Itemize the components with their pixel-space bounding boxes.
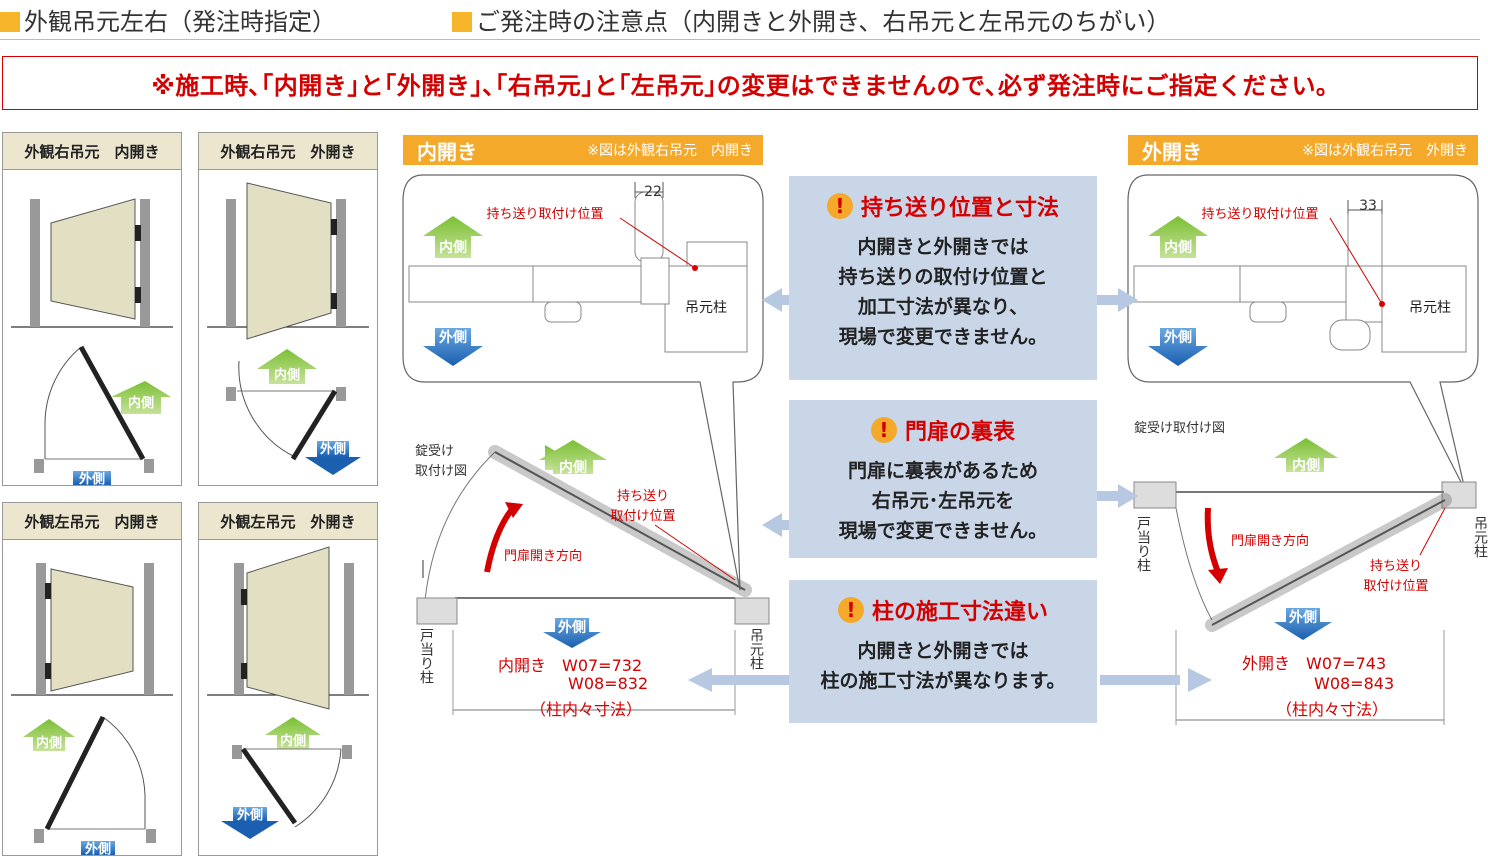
outer-label: 外側	[84, 841, 111, 855]
inward-dims-line2: W08=832	[568, 674, 649, 693]
panel-right-hinge-inward: 外観右吊元 内開き 内側 外側	[2, 132, 182, 486]
inward-post-label: 吊元柱	[685, 300, 727, 316]
inward-outer-label: 外側	[439, 329, 467, 346]
inward-direction-label: 門扉開き方向	[504, 548, 582, 564]
panel-diagram: 内側 外側	[207, 546, 369, 839]
outward-direction-label: 門扉開き方向	[1231, 533, 1309, 549]
dimension-arrow	[688, 668, 1212, 692]
inward-hinge-post: 吊元柱	[748, 628, 764, 670]
right-title-text: ご発注時の注意点（内開きと外開き、右吊元と左吊元のちがい）	[476, 8, 1171, 36]
divider	[0, 39, 1480, 40]
outward-dims-line3: （柱内々寸法）	[1276, 700, 1389, 719]
inward-plan-outer: 外側	[558, 619, 586, 636]
info-line: 持ち送りの取付け位置と	[838, 266, 1048, 288]
square-bullet-icon	[452, 12, 472, 32]
exclamation-icon: !	[826, 193, 853, 219]
inward-inner-label: 内側	[439, 239, 467, 256]
panel-title: 外観右吊元 外開き	[199, 133, 377, 170]
exclamation-icon: !	[870, 417, 897, 443]
info-title: 持ち送り位置と寸法	[860, 196, 1059, 221]
info-line: 現場で変更できません。	[838, 520, 1048, 542]
panel-title: 外観右吊元 内開き	[3, 133, 181, 170]
inner-label: 内側	[274, 367, 300, 383]
exclamation-icon: !	[837, 597, 864, 623]
info-box-door-side: ! 門扉の裏表 門扉に裏表があるため 右吊元･左吊元を 現場で変更できません。	[789, 400, 1097, 558]
info-title: 柱の施工寸法違い	[871, 600, 1048, 625]
inward-plan-inner: 内側	[559, 459, 587, 476]
outward-outer-label: 外側	[1164, 329, 1192, 346]
panel-diagram: 内側 外側	[11, 198, 173, 485]
right-title: ご発注時の注意点（内開きと外開き、右吊元と左吊元のちがい）	[452, 2, 1170, 37]
panel-title: 外観左吊元 外開き	[199, 503, 377, 540]
outward-post-label: 吊元柱	[1409, 300, 1451, 316]
inward-dim-value: 22	[644, 184, 662, 200]
info-line: 右吊元･左吊元を	[871, 490, 1015, 512]
outward-hinge-post: 吊元柱	[1472, 516, 1488, 558]
inner-label: 内側	[128, 395, 154, 411]
panel-left-hinge-inward: 外観左吊元 内開き 内側 外側	[2, 502, 182, 856]
outer-label: 外側	[236, 807, 263, 823]
info-title: 門扉の裏表	[904, 420, 1015, 445]
inward-header-bar: 内開き ※図は外観右吊元 内開き	[403, 135, 763, 165]
info-line: 現場で変更できません。	[838, 326, 1048, 348]
outer-label: 外側	[319, 441, 346, 457]
inward-lock-label-2: 取付け図	[415, 464, 467, 479]
outward-plan-inner: 内側	[1292, 457, 1320, 474]
inward-bar-title: 内開き	[417, 139, 477, 164]
panel-diagram: 内側 外側	[11, 563, 173, 855]
inward-carry-label: 持ち送り取付け位置	[486, 207, 603, 222]
outward-stop-post: 戸当り柱	[1135, 516, 1151, 572]
outward-carry-label-1: 持ち送り	[1370, 559, 1422, 574]
inward-stop-post: 戸当り柱	[418, 628, 434, 684]
outward-inner-label: 内側	[1164, 239, 1192, 256]
outward-dims-line2: W08=843	[1314, 674, 1395, 693]
outward-bar-note: ※図は外観右吊元 外開き	[1302, 143, 1468, 159]
panel-right-hinge-outward: 外観右吊元 外開き 内側 外側	[198, 132, 378, 486]
inward-diagram: 22 持ち送り取付け位置 吊元柱 内側 外側 内側 外側 門扉開き方向 持ち送り…	[402, 174, 770, 715]
info-line: 内開きと外開きでは	[857, 236, 1029, 258]
info-box-post-dims: ! 柱の施工寸法違い 内開きと外開きでは 柱の施工寸法が異なります。	[789, 580, 1097, 723]
notice-banner: ※施工時､｢内開き｣と｢外開き｣､｢右吊元｣と｢左吊元｣の変更はできませんので､…	[2, 56, 1478, 110]
panel-left-hinge-outward: 外観左吊元 外開き 内側 外側	[198, 502, 378, 856]
left-title-text: 外観吊元左右（発注時指定）	[24, 8, 336, 36]
left-title: 外観吊元左右（発注時指定）	[0, 2, 336, 37]
outward-carry-label-2: 取付け位置	[1363, 579, 1428, 594]
info-box-carry: ! 持ち送り位置と寸法 内開きと外開きでは 持ち送りの取付け位置と 加工寸法が異な…	[789, 176, 1097, 380]
info-line: 門扉に裏表があるため	[847, 460, 1038, 482]
panel-title: 外観左吊元 内開き	[3, 503, 181, 540]
outward-bar-title: 外開き	[1142, 139, 1202, 164]
panel-diagram: 内側 外側	[207, 182, 369, 475]
outer-label: 外側	[78, 471, 105, 485]
inward-bar-note: ※図は外観右吊元 内開き	[587, 143, 753, 159]
inward-carry-label-2: 取付け位置	[610, 509, 675, 524]
outward-carry-label: 持ち送り取付け位置	[1201, 207, 1318, 222]
outward-dim-value: 33	[1359, 198, 1377, 214]
outward-dims-line1: 外開き W07=743	[1242, 654, 1387, 673]
inward-dims-line3: （柱内々寸法）	[530, 700, 643, 719]
info-line: 内開きと外開きでは	[857, 640, 1029, 662]
inward-lock-label-1: 錠受け	[415, 444, 454, 459]
info-line: 加工寸法が異なり、	[857, 296, 1029, 318]
inner-label: 内側	[280, 733, 306, 749]
info-line: 柱の施工寸法が異なります。	[820, 670, 1066, 692]
outward-diagram: 33 持ち送り取付け位置 吊元柱 内側 外側 内側 外側 門扉開き方向 持ち送り…	[1127, 174, 1479, 725]
square-bullet-icon	[0, 12, 20, 32]
outward-plan-outer: 外側	[1289, 609, 1317, 626]
inward-dims-line1: 内開き W07=732	[498, 656, 643, 675]
inward-carry-label-1: 持ち送り	[617, 489, 669, 504]
inner-label: 内側	[36, 735, 62, 751]
outward-header-bar: 外開き ※図は外観右吊元 外開き	[1128, 135, 1478, 165]
outward-lock-label: 錠受け取付け図	[1134, 421, 1225, 436]
